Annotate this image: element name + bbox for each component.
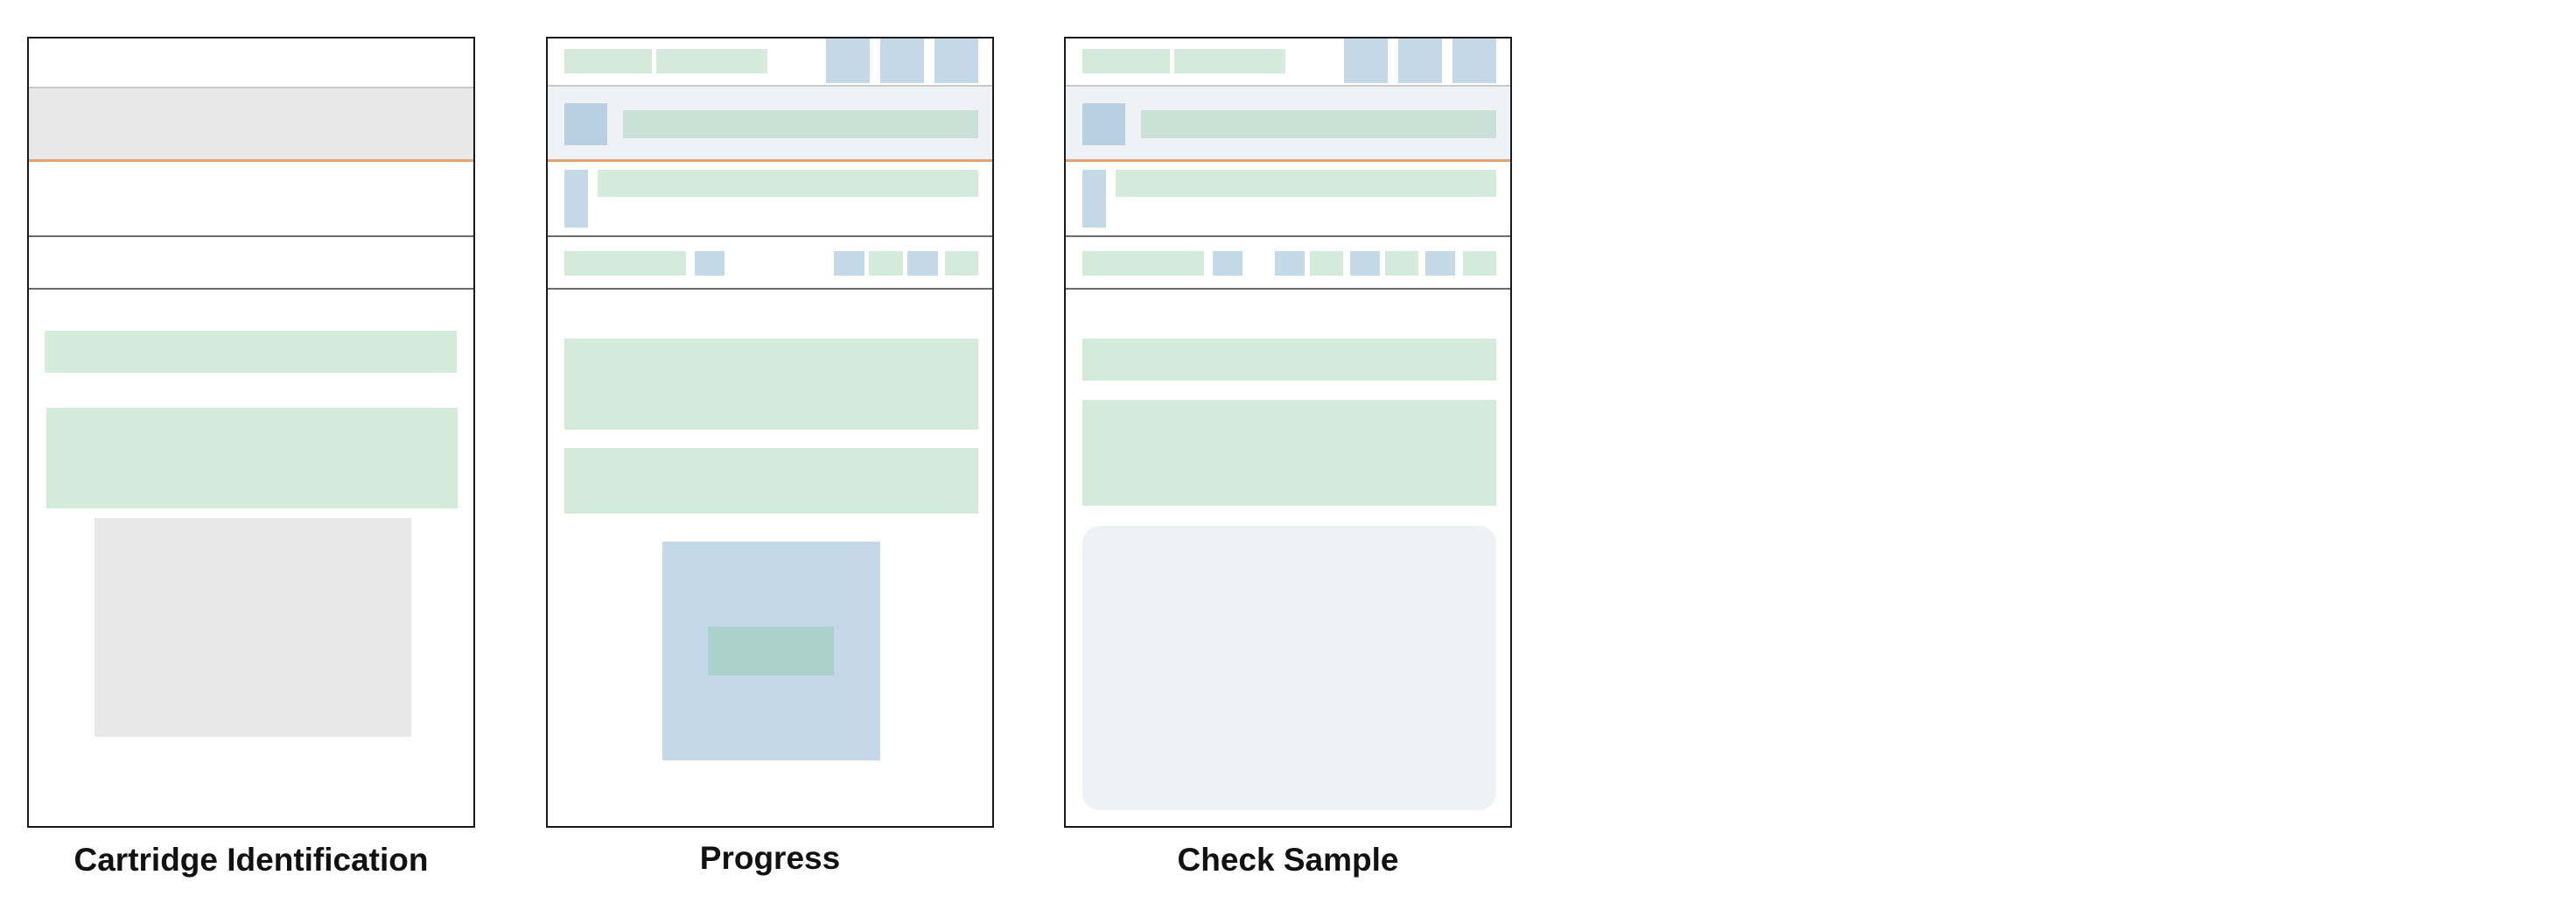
divider	[29, 235, 473, 237]
toolbar-label-placeholder	[1310, 251, 1343, 276]
title-text-placeholder	[1141, 110, 1496, 138]
header-icon-placeholder	[1344, 38, 1388, 83]
toolbar-icon-placeholder	[907, 251, 938, 276]
wireframe-progress	[546, 37, 994, 828]
toolbar-label-placeholder	[1385, 251, 1418, 276]
info-text-placeholder	[1116, 170, 1496, 197]
info-section	[29, 162, 473, 235]
divider	[548, 288, 992, 290]
divider	[1066, 288, 1510, 290]
header-text-placeholder	[1082, 49, 1170, 74]
caption-check-sample: Check Sample	[1177, 842, 1399, 878]
divider	[1066, 235, 1510, 237]
header-icon-placeholder	[1398, 38, 1442, 83]
toolbar-icon-placeholder	[1213, 251, 1242, 276]
description-text-placeholder	[46, 408, 458, 508]
caption-progress: Progress	[699, 840, 841, 876]
toolbar-label-placeholder	[564, 251, 686, 276]
wireframe-check-sample	[1064, 37, 1512, 828]
toolbar-label-placeholder	[945, 251, 978, 276]
divider	[29, 87, 473, 88]
side-marker-placeholder	[1082, 170, 1106, 228]
accent-divider	[29, 159, 473, 162]
content-text-placeholder	[564, 339, 978, 430]
toolbar-label-placeholder	[1082, 251, 1204, 276]
side-marker-placeholder	[564, 170, 588, 228]
title-band	[29, 88, 473, 159]
accent-divider	[1066, 159, 1510, 162]
avatar-placeholder	[1082, 103, 1125, 145]
caption-cartridge-identification: Cartridge Identification	[74, 842, 429, 878]
wireframe-cartridge-identification	[27, 37, 475, 828]
info-text-placeholder	[598, 170, 978, 197]
header-icon-placeholder	[880, 38, 924, 83]
toolbar-section	[29, 237, 473, 288]
divider	[548, 235, 992, 237]
header-text-placeholder	[1174, 49, 1285, 74]
image-placeholder	[94, 518, 411, 737]
divider	[548, 85, 992, 87]
header-icon-placeholder	[934, 38, 978, 83]
header-bar	[29, 38, 473, 87]
content-text-placeholder	[564, 448, 978, 514]
title-text-placeholder	[623, 110, 978, 138]
progress-indicator-placeholder	[708, 626, 834, 676]
instruction-text-placeholder	[45, 331, 457, 373]
header-icon-placeholder	[826, 38, 870, 83]
avatar-placeholder	[564, 103, 607, 145]
toolbar-icon-placeholder	[1425, 251, 1455, 276]
content-text-placeholder	[1082, 339, 1496, 381]
divider	[1066, 85, 1510, 87]
toolbar-icon-placeholder	[1350, 251, 1380, 276]
content-text-placeholder	[1082, 400, 1496, 506]
header-icon-placeholder	[1452, 38, 1496, 83]
header-text-placeholder	[656, 49, 767, 74]
toolbar-label-placeholder	[869, 251, 903, 276]
toolbar-label-placeholder	[1463, 251, 1496, 276]
sample-panel-placeholder	[1082, 526, 1496, 810]
toolbar-icon-placeholder	[695, 251, 724, 276]
divider	[29, 288, 473, 290]
accent-divider	[548, 159, 992, 162]
toolbar-icon-placeholder	[834, 251, 864, 276]
header-text-placeholder	[564, 49, 652, 74]
toolbar-icon-placeholder	[1275, 251, 1305, 276]
